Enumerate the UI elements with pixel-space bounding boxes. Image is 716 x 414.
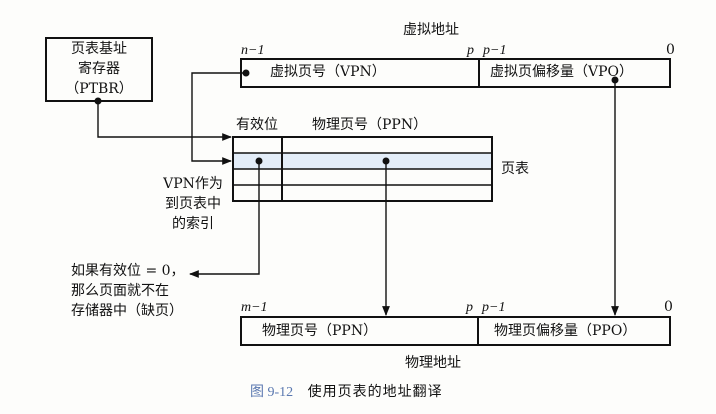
fault-note-line1: 如果有效位 = 0， — [71, 263, 185, 279]
figure-caption-text: 使用页表的地址翻译 — [307, 384, 443, 400]
fault-note-line2: 那么页面就不在 — [71, 283, 169, 299]
ptbr-line1: 页表基址 — [71, 41, 127, 57]
pa-bit-p-minus-1-label: p−1 — [482, 300, 506, 315]
vpn-index-arrow — [191, 72, 246, 165]
physical-address-title: 物理地址 — [405, 355, 461, 371]
pa-bit-zero-label: 0 — [664, 299, 673, 315]
physical-address-box — [240, 316, 671, 346]
va-bit-p-minus-1-label: p−1 — [483, 43, 507, 58]
figure-number: 图 9-12 — [250, 385, 294, 400]
valid-bit-header: 有效位 — [236, 117, 278, 133]
ppn-label: 物理页号（PPN） — [262, 323, 378, 339]
ppn-column-header: 物理页号（PPN） — [312, 117, 428, 133]
fault-note-line3: 存储器中（缺页） — [71, 303, 183, 319]
ptbr-to-table-arrow — [97, 101, 232, 141]
pa-bit-high-label: m−1 — [241, 300, 268, 315]
va-bit-high-label: n−1 — [241, 43, 265, 58]
page-table-label: 页表 — [501, 161, 529, 177]
va-bit-zero-label: 0 — [666, 42, 675, 58]
valid-bit-arrow — [189, 161, 260, 278]
vpo-label: 虚拟页偏移量（VPO） — [490, 64, 634, 80]
ptbr-line2: 寄存器 — [78, 61, 120, 77]
index-note-line2: 到页表中 — [165, 196, 221, 212]
index-note-line3: 的索引 — [172, 216, 214, 232]
ptbr-line3: （PTBR） — [65, 81, 133, 97]
va-bit-p-label: p — [467, 43, 474, 58]
page-table-highlighted-row — [233, 153, 492, 169]
virtual-address-title: 虚拟地址 — [403, 22, 459, 38]
pa-bit-p-label: p — [466, 300, 473, 315]
figure-caption: 图 9-12 使用页表的地址翻译 — [250, 384, 443, 401]
ppo-label: 物理页偏移量（PPO） — [494, 323, 637, 339]
index-note-line1: VPN作为 — [163, 176, 223, 192]
vpn-label: 虚拟页号（VPN） — [270, 64, 386, 80]
